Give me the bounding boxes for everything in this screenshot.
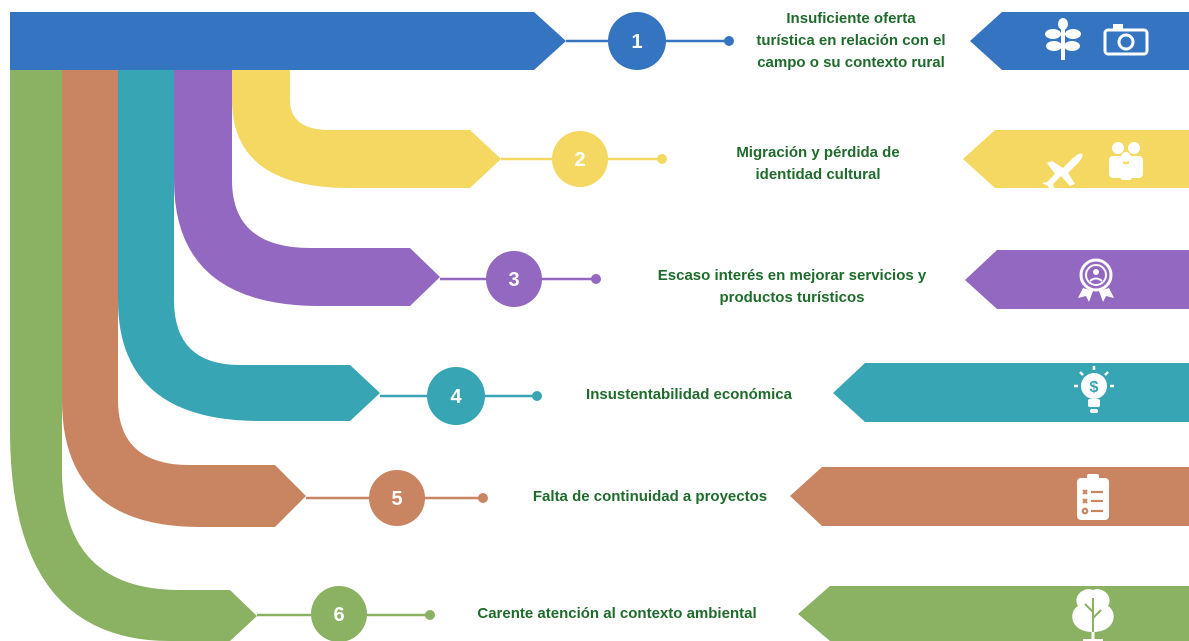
label-2-line1: Migración y pérdida de [736,144,900,161]
svg-text:$: $ [1090,379,1099,396]
connector-dot-1 [724,36,734,46]
band-5 [62,70,306,527]
connector-dot-4 [532,391,542,401]
band-3 [174,70,440,306]
panel-6 [798,586,1189,641]
label-2: Migración y pérdida de identidad cultura… [700,142,936,186]
number-circle-5 [369,470,425,526]
label-1-line1: Insuficiente oferta [786,10,916,27]
connector-dot-3 [591,274,601,284]
panel-5 [790,467,1189,526]
band-4 [118,70,380,421]
camera-icon [1103,24,1149,56]
plant-icon [1045,18,1081,60]
label-6: Carente atención al contexto ambiental [446,603,788,625]
panel-4 [833,363,1189,422]
label-1-line3: campo o su contexto rural [757,54,945,71]
label-1: Insuficiente oferta turística en relació… [738,8,964,74]
label-6-line1: Carente atención al contexto ambiental [477,605,757,622]
number-circle-6 [311,586,367,641]
label-5: Falta de continuidad a proyectos [503,486,797,508]
tree-icon [1072,589,1114,641]
quality-badge-icon [1078,258,1114,302]
people-group-icon [1109,142,1143,180]
connector-dot-2 [657,154,667,164]
label-2-line2: identidad cultural [755,166,881,183]
number-2: 2 [574,149,585,171]
label-3-line2: productos turísticos [719,289,865,306]
number-circle-2 [552,131,608,187]
connector-dot-5 [478,493,488,503]
label-3: Escaso interés en mejorar servicios y pr… [628,265,956,309]
number-circle-1 [608,12,666,70]
label-1-line2: turística en relación con el [756,32,946,49]
label-3-line1: Escaso interés en mejorar servicios y [657,267,927,284]
label-5-line1: Falta de continuidad a proyectos [532,488,768,505]
band-6 [10,70,257,641]
panel-3 [965,250,1189,309]
connector-dot-6 [425,610,435,620]
number-circle-3 [486,251,542,307]
money-lightbulb-icon: $ [1074,366,1114,413]
band-1 [10,12,566,70]
number-3: 3 [508,269,519,291]
number-4: 4 [450,386,462,408]
number-circle-4 [427,367,485,425]
label-4-line1: Insustentabilidad económica [586,386,792,403]
label-4: Insustentabilidad económica [556,384,822,406]
checklist-icon [1077,474,1109,520]
band-2 [232,70,501,188]
number-6: 6 [333,604,344,626]
panel-1 [970,12,1189,70]
airplane-icon [1042,153,1083,192]
number-5: 5 [391,488,402,510]
number-1: 1 [631,31,642,53]
